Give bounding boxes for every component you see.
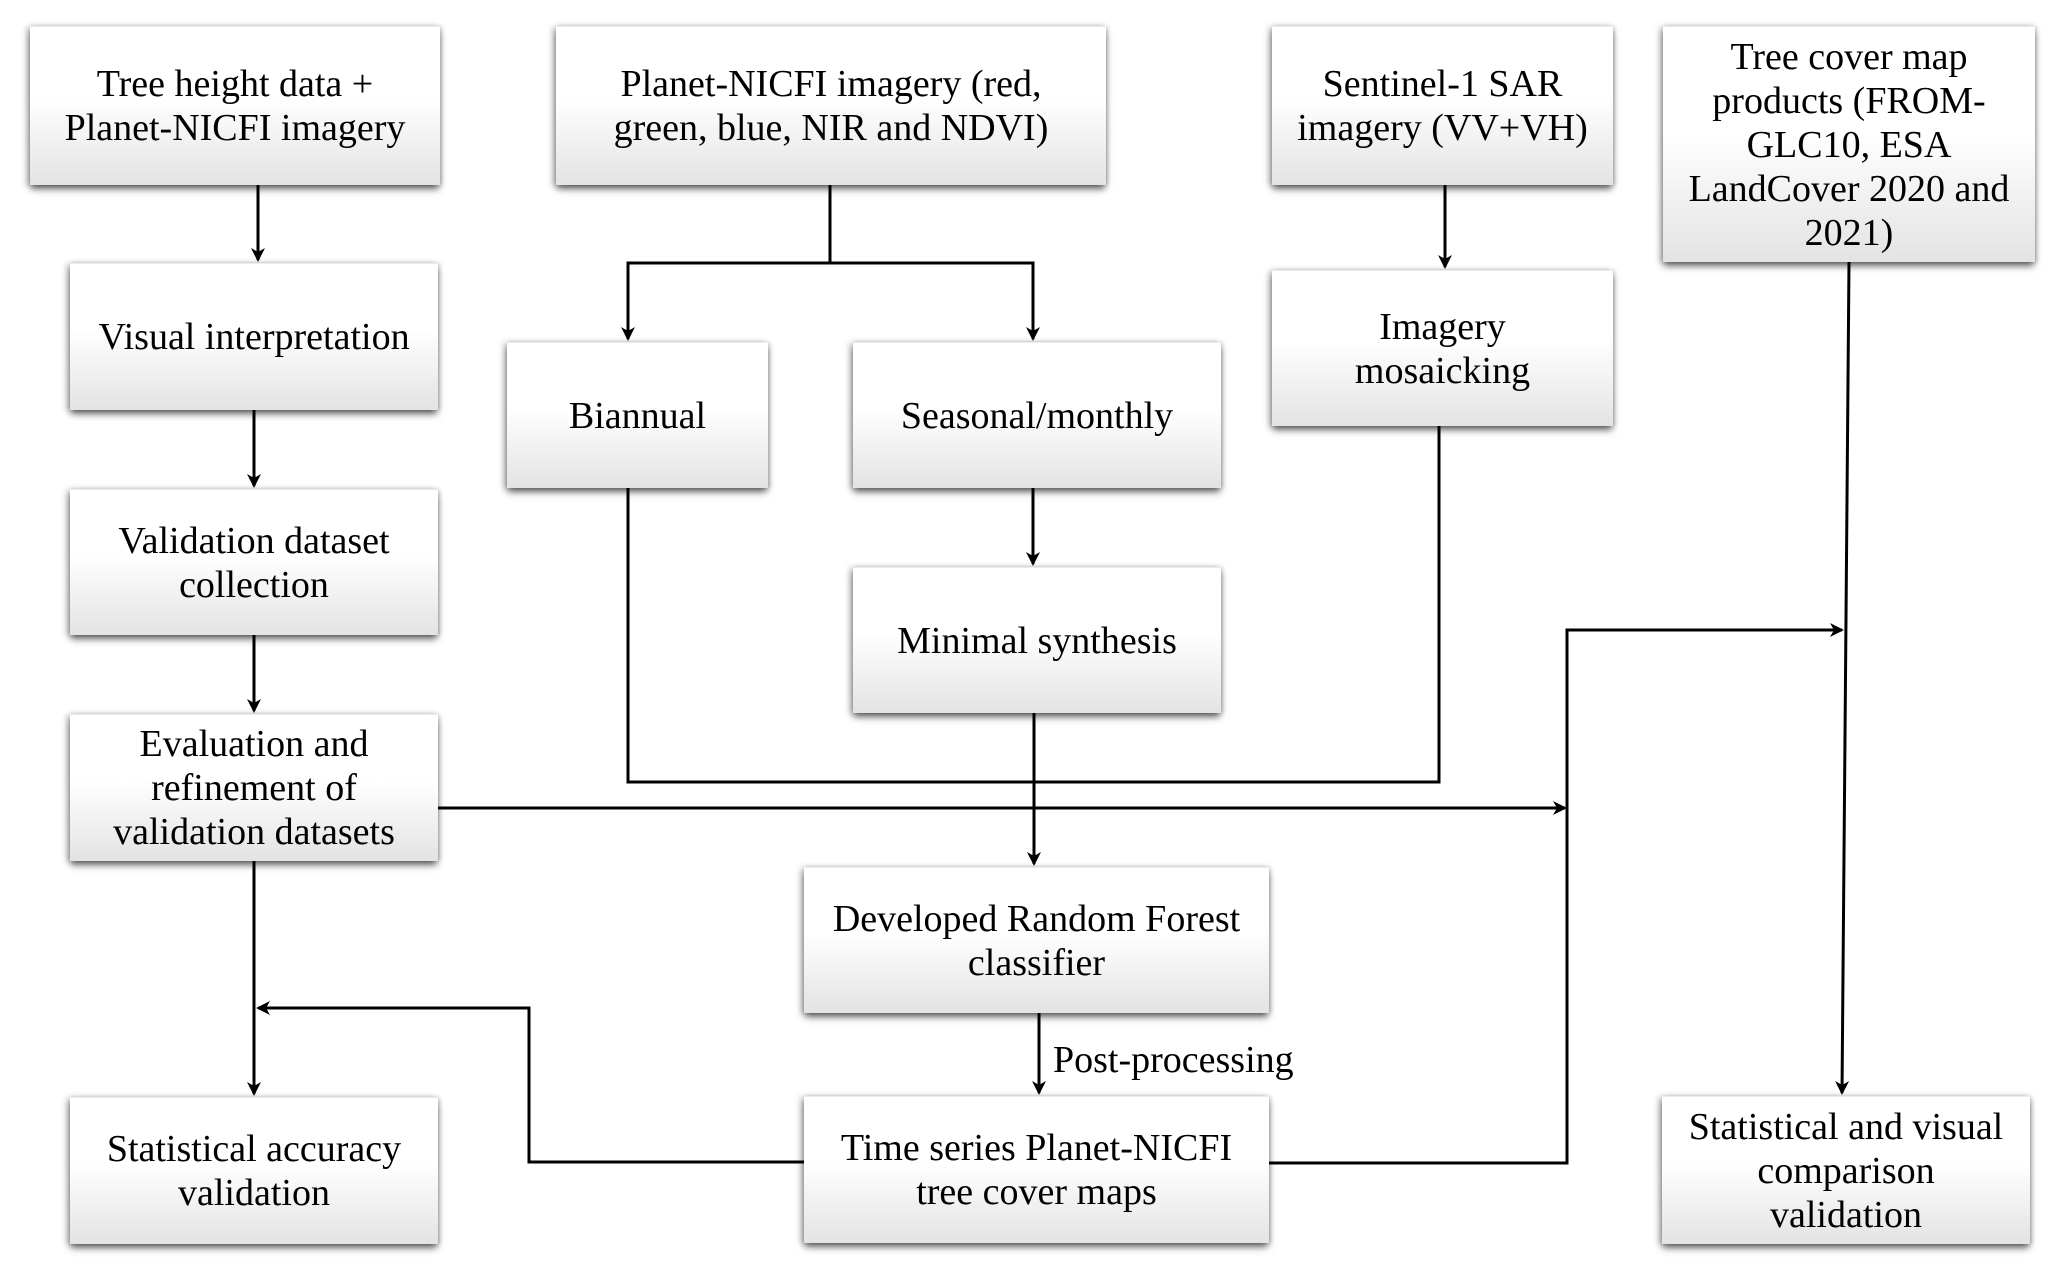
- node-label: Visual interpretation: [98, 315, 409, 359]
- node-label-line: Seasonal/monthly: [900, 394, 1174, 437]
- edge-time-series-to-statistical-accuracy: [256, 1001, 804, 1164]
- node-label-line: Evaluation and: [139, 723, 369, 765]
- node-label-line: classifier: [967, 941, 1106, 984]
- node-label-line: Biannual: [568, 394, 707, 437]
- node-label-line: 2021): [1804, 211, 1894, 254]
- node-label-line: Tree cover map: [1730, 35, 1968, 78]
- node-label-line: refinement of: [151, 767, 357, 809]
- node-label-line: Validation dataset: [118, 519, 390, 562]
- node-label-line: Planet-NICFI imagery: [64, 107, 406, 149]
- node-label-line: Developed Random Forest: [832, 897, 1241, 940]
- edge-label-post-processing: Post-processing: [1053, 1039, 1294, 1081]
- edge-tree-cover-to-statistical-visual: [1835, 261, 1851, 1095]
- edge-planet-to-biannual: [621, 261, 830, 341]
- node-biannual: Biannual: [507, 342, 768, 488]
- node-label-line: Statistical accuracy: [106, 1128, 402, 1170]
- node-planet-imagery: Planet-NICFI imagery (red,green, blue, N…: [556, 26, 1106, 185]
- node-label-line: Tree height data +: [96, 63, 374, 105]
- node-seasonal-monthly: Seasonal/monthly: [853, 342, 1221, 488]
- node-label: Seasonal/monthly: [901, 394, 1173, 438]
- node-minimal-synthesis: Minimal synthesis: [853, 567, 1221, 713]
- node-label-line: Imagery: [1379, 305, 1506, 348]
- node-label-line: GLC10, ESA: [1746, 123, 1952, 166]
- node-label-line: tree cover maps: [916, 1171, 1157, 1213]
- node-label-line: LandCover 2020 and: [1688, 167, 2010, 210]
- node-label-line: Visual interpretation: [98, 316, 410, 358]
- node-label: Planet-NICFI imagery (red,green, blue, N…: [614, 62, 1049, 150]
- node-label-line: Time series Planet-NICFI: [840, 1127, 1233, 1169]
- node-label-line: Sentinel-1 SAR: [1322, 63, 1563, 105]
- node-label-line: Minimal synthesis: [897, 619, 1177, 662]
- node-label-line: mosaicking: [1354, 349, 1531, 392]
- node-label-line: Statistical and visual: [1688, 1105, 2004, 1148]
- node-tree-height: Tree height data +Planet-NICFI imagery: [30, 26, 440, 185]
- node-label: Tree height data +Planet-NICFI imagery: [65, 62, 406, 150]
- node-label-line: validation: [178, 1172, 330, 1214]
- node-label-line: comparison: [1757, 1149, 1935, 1192]
- edge-planet-to-seasonal: [830, 261, 1040, 341]
- node-label: Biannual: [569, 394, 706, 438]
- node-label: Minimal synthesis: [897, 619, 1177, 663]
- node-label-line: imagery (VV+VH): [1297, 107, 1588, 149]
- node-label-line: green, blue, NIR and NDVI): [613, 107, 1049, 149]
- node-label-line: collection: [179, 563, 329, 606]
- edge-time-series-to-comparison: [1269, 623, 1844, 1165]
- node-visual-interpretation: Visual interpretation: [70, 263, 438, 410]
- node-label-line: Planet-NICFI imagery (red,: [620, 63, 1042, 105]
- node-label-line: products (FROM-: [1712, 79, 1986, 122]
- node-label-line: validation: [1770, 1193, 1922, 1236]
- node-label-line: validation datasets: [113, 811, 395, 853]
